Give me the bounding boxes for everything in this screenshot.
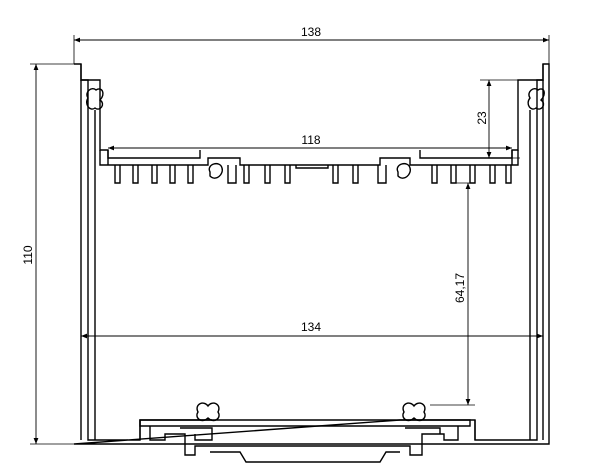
dim-inner-width: 118 [301,133,320,147]
profile-left-wall [80,80,96,440]
dim-tray-depth: 23 [475,111,489,125]
dim-overall-height: 110 [21,245,35,264]
profile-top-right-lip [511,64,544,165]
profile-right-wall [529,80,544,440]
heatsink-fins [114,162,512,184]
extrusion-profile [73,63,550,463]
dim-overall-width: 138 [301,25,321,39]
left-screw-boss [86,88,104,110]
bottom-rail [139,402,476,463]
top-tray [99,150,519,166]
dim-span-width: 134 [301,320,321,334]
right-screw-boss [527,88,545,110]
top-tray-inner [107,150,513,159]
dimensions: 138 118 134 110 23 64,17 [21,25,550,445]
dim-clearance: 64,17 [453,273,467,303]
